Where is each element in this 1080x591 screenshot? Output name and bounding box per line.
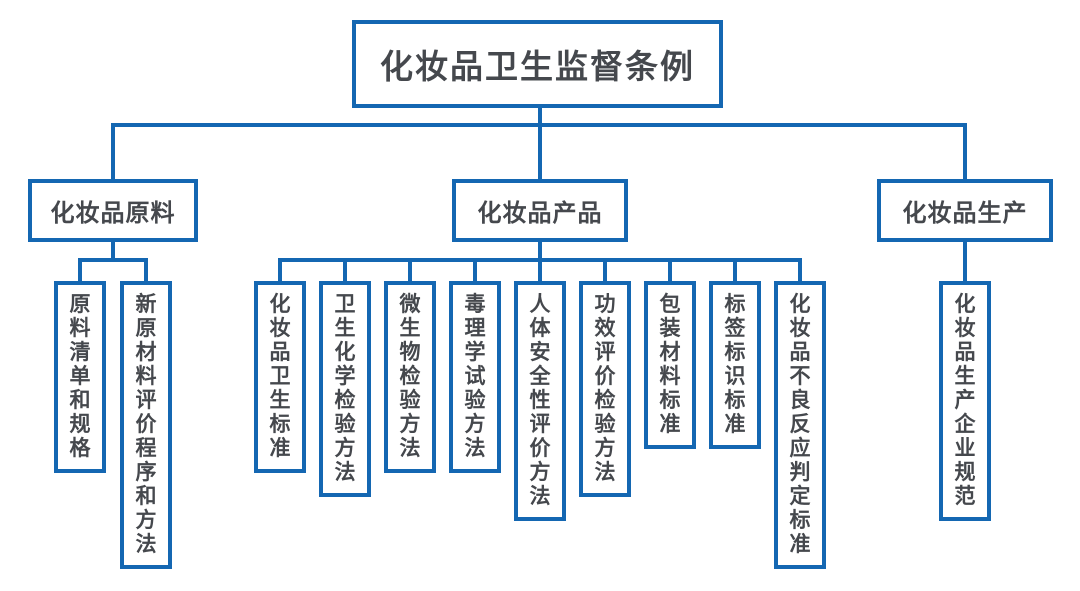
connector-production-drop xyxy=(963,242,967,281)
leaf-node-production-enterprise-standard: 化 妆 品 生 产 企 业 规 范 xyxy=(939,281,991,521)
connector-drop-leaf-efficacy-evaluation xyxy=(603,258,607,281)
connector-drop-leaf-label-standard xyxy=(733,258,737,281)
connector-drop-leaf-raw-material-list xyxy=(78,258,82,281)
connector-drop-leaf-hygiene-chemistry-test xyxy=(343,258,347,281)
connector-root-drop xyxy=(538,108,542,127)
connector-drop-branch-raw-materials xyxy=(111,123,115,179)
branch-node-production: 化妆品生产 xyxy=(877,179,1053,242)
connector-products-drop xyxy=(538,242,542,262)
connector-drop-leaf-hygiene-standard xyxy=(278,258,282,281)
branch-node-raw-materials: 化妆品原料 xyxy=(28,179,198,242)
connector-raw-materials-drop xyxy=(111,242,115,262)
leaf-node-hygiene-standard: 化 妆 品 卫 生 标 准 xyxy=(254,281,306,473)
leaf-node-efficacy-evaluation: 功 效 评 价 检 验 方 法 xyxy=(579,281,631,497)
connector-drop-leaf-microbial-test xyxy=(408,258,412,281)
leaf-node-label-standard: 标 签 标 识 标 准 xyxy=(709,281,761,449)
leaf-node-toxicology-test: 毒 理 学 试 验 方 法 xyxy=(449,281,501,473)
connector-drop-leaf-new-material-evaluation xyxy=(144,258,148,281)
connector-drop-leaf-toxicology-test xyxy=(473,258,477,281)
connector-raw-materials-bus xyxy=(78,258,148,262)
root-node-regulation: 化妆品卫生监督条例 xyxy=(352,20,723,108)
leaf-node-adverse-reaction-standard: 化 妆 品 不 良 反 应 判 定 标 准 xyxy=(774,281,826,569)
connector-drop-leaf-human-safety-evaluation xyxy=(538,258,542,281)
branch-node-products: 化妆品产品 xyxy=(452,179,628,242)
leaf-node-hygiene-chemistry-test: 卫 生 化 学 检 验 方 法 xyxy=(319,281,371,497)
leaf-node-raw-material-list: 原 料 清 单 和 规 格 xyxy=(54,281,106,473)
leaf-node-human-safety-evaluation: 人 体 安 全 性 评 价 方 法 xyxy=(514,281,566,521)
leaf-node-new-material-evaluation: 新 原 材 料 评 价 程 序 和 方 法 xyxy=(120,281,172,569)
connector-drop-leaf-adverse-reaction-standard xyxy=(798,258,802,281)
connector-drop-branch-products xyxy=(538,123,542,179)
leaf-node-microbial-test: 微 生 物 检 验 方 法 xyxy=(384,281,436,473)
connector-drop-leaf-packaging-material-standard xyxy=(668,258,672,281)
connector-drop-branch-production xyxy=(963,123,967,179)
leaf-node-packaging-material-standard: 包 装 材 料 标 准 xyxy=(644,281,696,449)
